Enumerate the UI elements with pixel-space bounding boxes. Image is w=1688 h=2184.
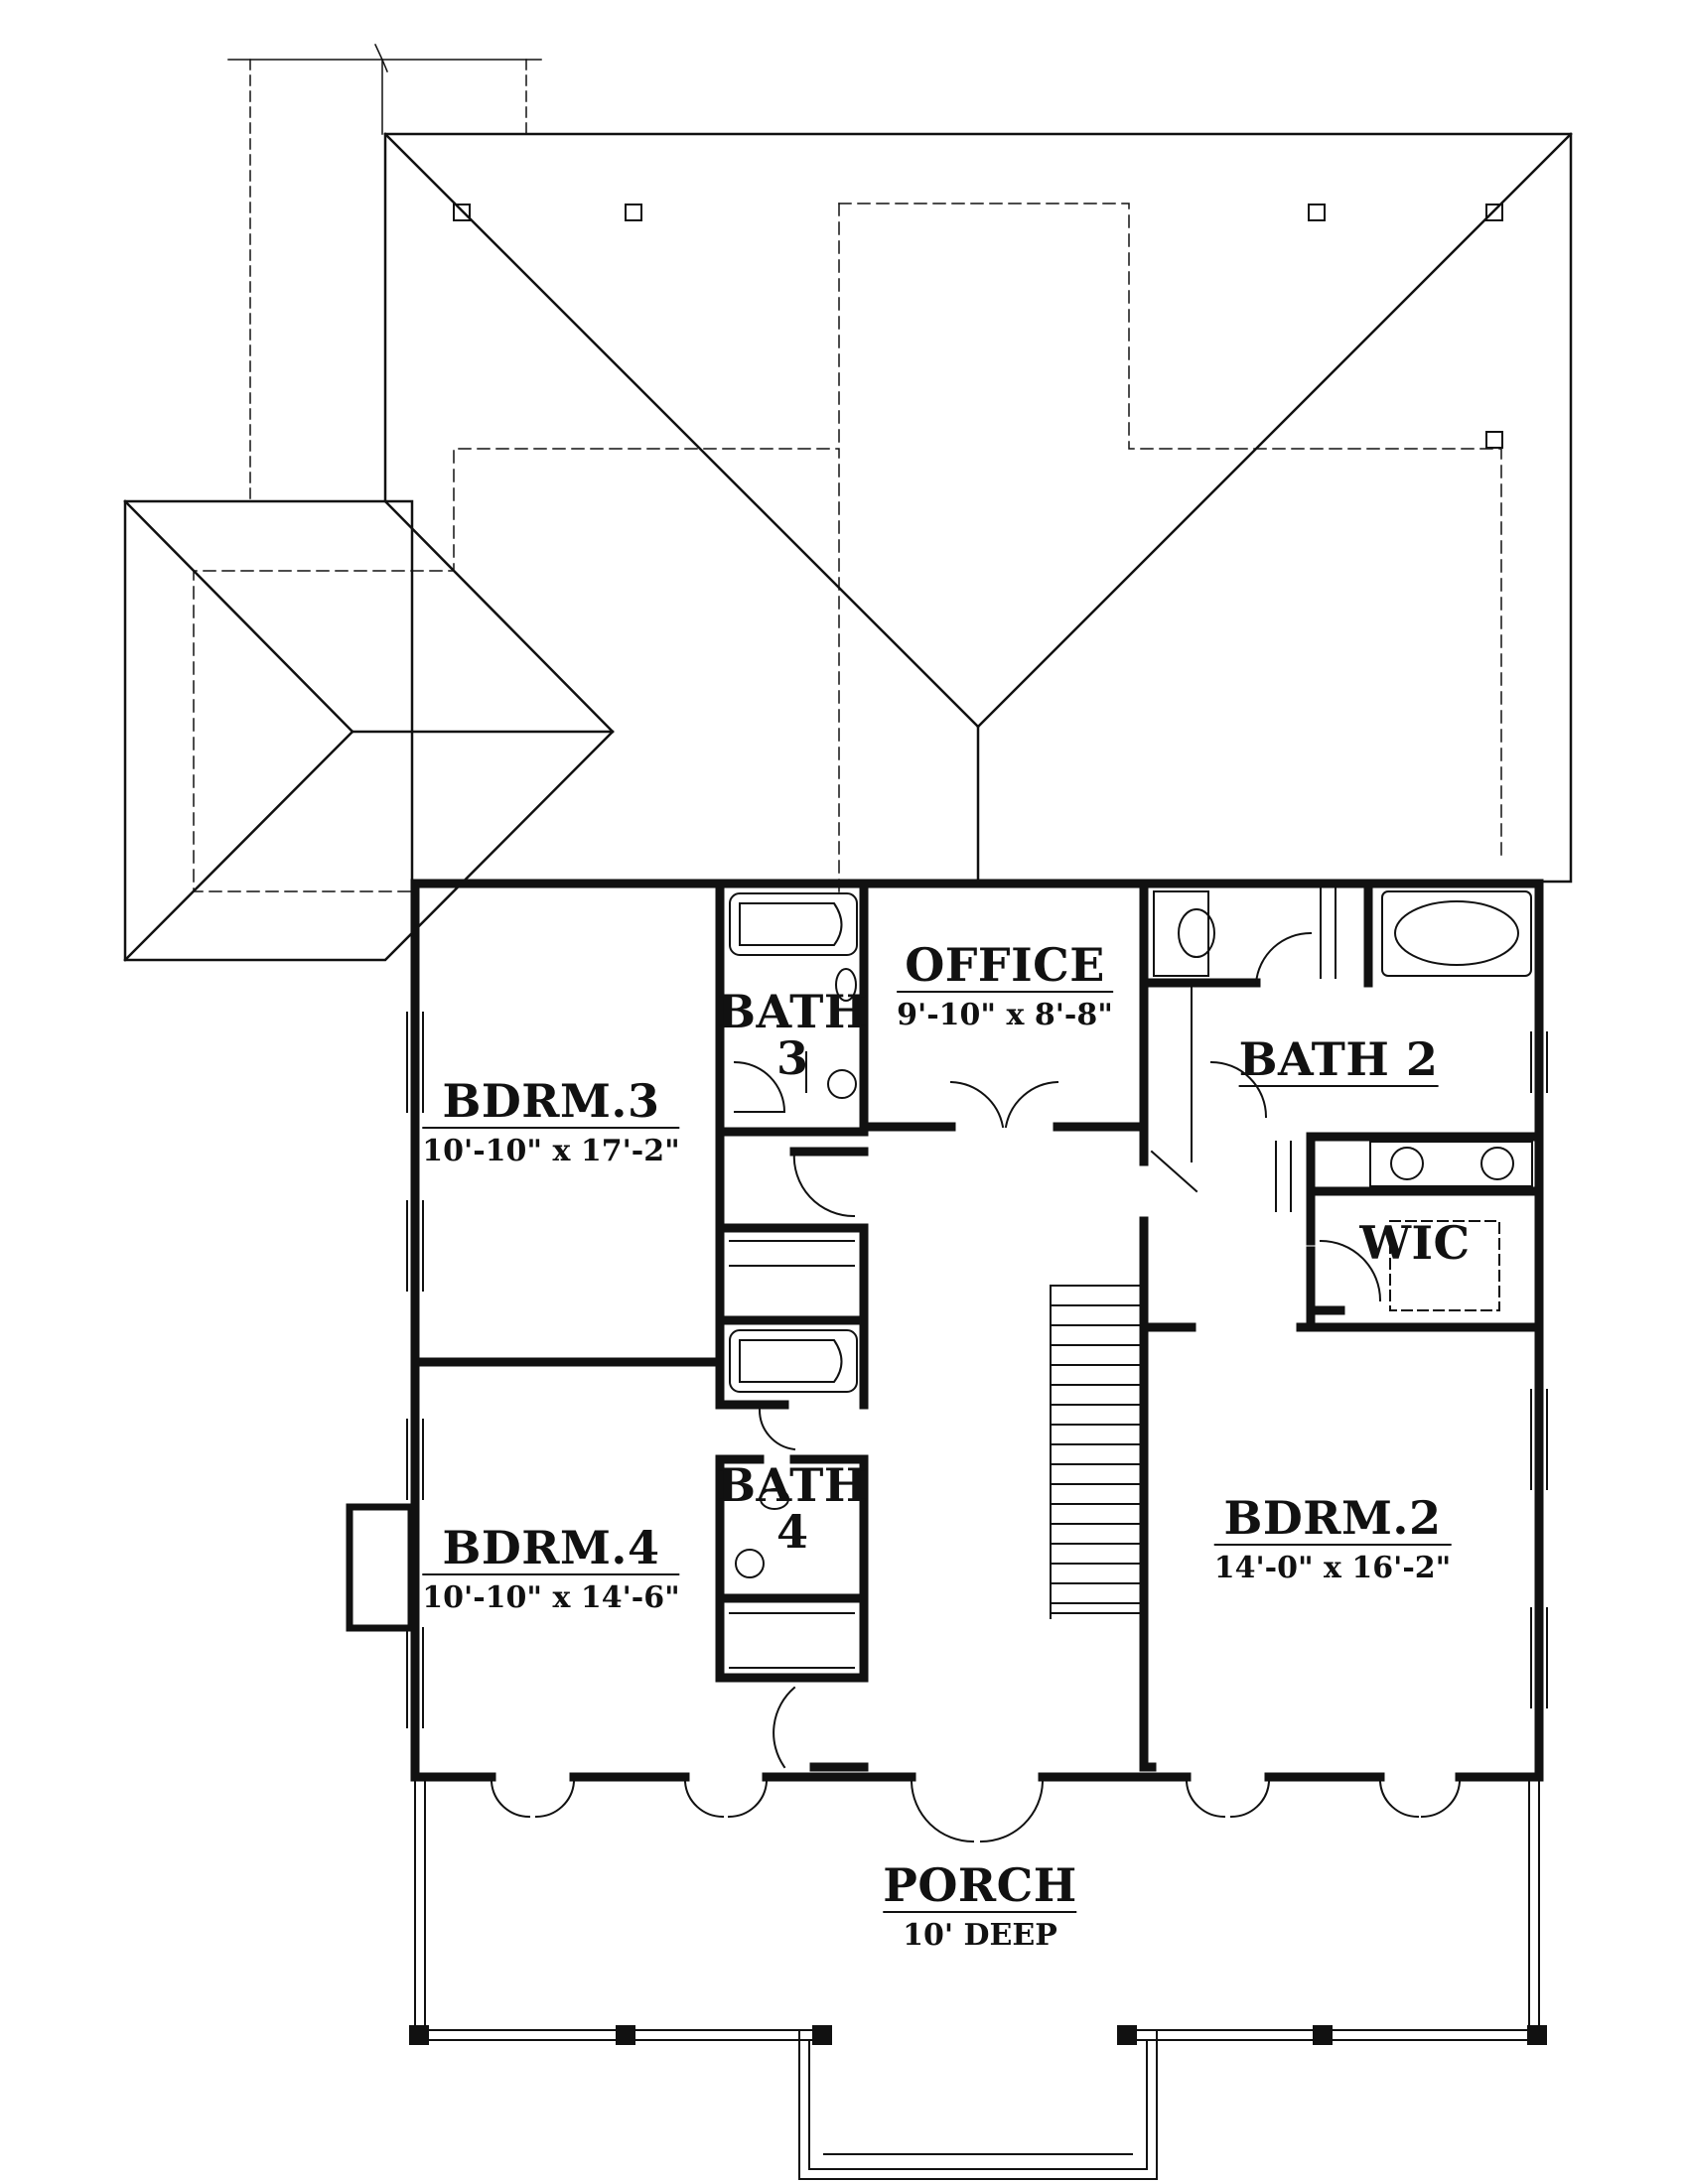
bath3-num: 3 <box>775 1031 808 1086</box>
bdrm2-name: BDRM.2 <box>1213 1494 1452 1547</box>
floor-walls <box>410 879 1544 1782</box>
bdrm4-name: BDRM.4 <box>422 1524 680 1576</box>
room-label-porch: PORCH 10' DEEP <box>883 1858 1077 1954</box>
porch-name: PORCH <box>883 1858 1077 1914</box>
porch <box>414 1776 1540 2180</box>
porch-dims: 10' DEEP <box>903 1918 1057 1954</box>
roof-vents <box>453 204 1503 449</box>
bath2-name: BATH 2 <box>1238 1032 1439 1088</box>
room-label-bath4: BATH 4 <box>717 1458 868 1560</box>
office-dims: 9'-10" x 8'-8" <box>897 998 1113 1033</box>
room-label-bath2: BATH 2 <box>1238 1032 1439 1088</box>
bath4-num: 4 <box>775 1505 808 1560</box>
office-name: OFFICE <box>897 941 1113 994</box>
porch-columns <box>409 2025 1547 2045</box>
fixtures <box>346 887 1548 1728</box>
roof-parapet <box>227 44 542 502</box>
wic-name: WIC <box>1359 1216 1471 1270</box>
roof-plan <box>123 44 1573 962</box>
bdrm3-dims: 10'-10" x 17'-2" <box>422 1134 680 1169</box>
door-swings <box>490 931 1462 1843</box>
bdrm2-dims: 14'-0" x 16'-2" <box>1213 1551 1452 1586</box>
room-label-office: OFFICE 9'-10" x 8'-8" <box>897 941 1113 1031</box>
hidden-walls <box>193 203 1502 892</box>
wing-roof-outline <box>123 499 615 962</box>
bath3-name: BATH <box>717 985 868 1038</box>
room-label-bdrm4: BDRM.4 10'-10" x 14'-6" <box>422 1524 680 1616</box>
stair-treads <box>1050 1304 1143 1604</box>
room-label-bdrm3: BDRM.3 10'-10" x 17'-2" <box>422 1077 680 1169</box>
bdrm4-dims: 10'-10" x 14'-6" <box>422 1580 680 1616</box>
room-label-bdrm2: BDRM.2 14'-0" x 16'-2" <box>1213 1494 1452 1586</box>
bdrm3-name: BDRM.3 <box>422 1077 680 1130</box>
bath4-name: BATH <box>717 1458 868 1512</box>
room-label-bath3: BATH 3 <box>717 985 868 1086</box>
room-label-wic: WIC <box>1359 1216 1471 1270</box>
